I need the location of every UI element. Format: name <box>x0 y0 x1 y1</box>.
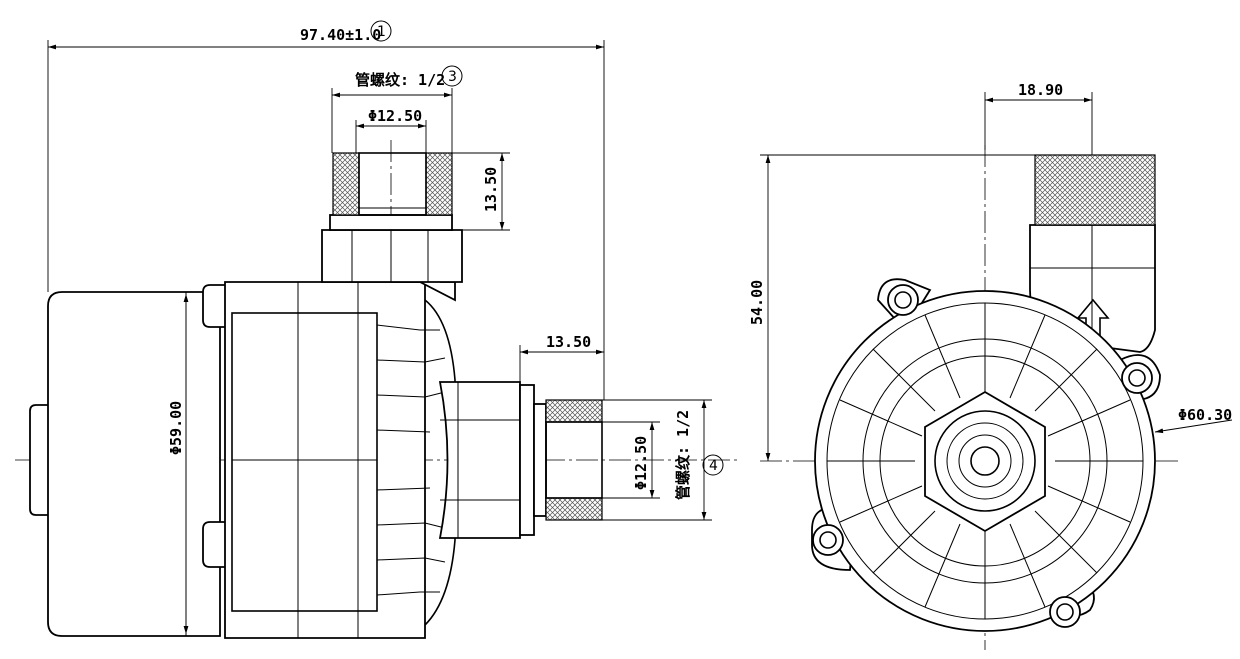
callout-4-circle <box>702 454 724 476</box>
motor-can <box>47 291 221 637</box>
callout-1: 1 <box>377 24 386 40</box>
upper-lug <box>202 284 229 328</box>
height-to-outlet-label: 54.00 <box>748 280 766 325</box>
side-inner-diameter-label: Φ12.50 <box>632 436 650 490</box>
lower-lug <box>202 521 229 568</box>
body-diameter-label: Φ59.00 <box>167 401 185 455</box>
outlet-offset-label: 18.90 <box>1018 81 1063 99</box>
side-view <box>15 140 740 639</box>
rear-shaft-stub <box>29 404 50 516</box>
side-thread-length-label: 13.50 <box>546 333 591 351</box>
volute-ribs <box>827 303 1143 619</box>
top-thread-right <box>425 152 453 216</box>
side-dimensions: 97.40±1.0 1 管螺纹: 1/2 3 Φ12.50 13.50 13.5… <box>47 20 724 634</box>
callout-3: 3 <box>448 69 457 85</box>
front-dimensions: 18.90 54.00 Φ60.30 <box>748 81 1232 461</box>
front-view <box>760 145 1180 650</box>
callout-4: 4 <box>709 458 718 474</box>
top-thread-spec-label: 管螺纹: 1/2 <box>355 71 445 89</box>
side-hex-nut <box>438 381 521 539</box>
center-hex-hub <box>924 390 1046 533</box>
volute-diameter-label: Φ60.30 <box>1178 406 1232 424</box>
callout-1-circle <box>370 20 392 42</box>
top-thread-length-label: 13.50 <box>482 167 500 212</box>
mounting-holes <box>812 284 1153 628</box>
side-collar <box>519 384 535 536</box>
side-thread-spec-label: 管螺纹: 1/2 <box>674 410 692 500</box>
top-inner-diameter-label: Φ12.50 <box>368 107 422 125</box>
top-thread-left <box>332 152 360 216</box>
front-outlet-thread <box>1034 154 1156 226</box>
callout-3-circle <box>441 65 463 87</box>
top-hex-nut <box>321 229 463 283</box>
side-thread-top <box>545 399 603 423</box>
side-thread-bottom <box>545 497 603 521</box>
overall-length-label: 97.40±1.0 <box>300 26 381 44</box>
